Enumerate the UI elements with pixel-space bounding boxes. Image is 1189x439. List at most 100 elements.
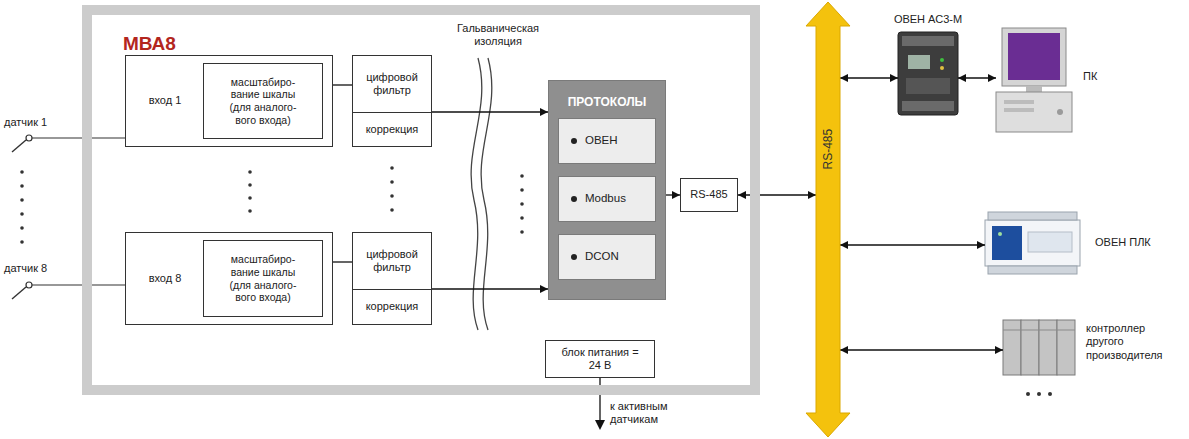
plc-picture (988, 212, 1077, 220)
protocol-item-text: ОВЕН (585, 134, 618, 148)
power-arrow (599, 378, 600, 421)
converter-picture (908, 55, 930, 69)
ellipsis-dot (248, 183, 252, 187)
text-slot: RS-485 (681, 179, 737, 211)
sensor-probe (26, 135, 32, 141)
ellipsis-dot (520, 202, 524, 206)
text-slot: Modbus (559, 177, 655, 221)
bus-arrow-shape (816, 14, 840, 425)
sensor-probe (12, 287, 26, 299)
converter-picture (940, 58, 944, 62)
controller-picture (1057, 320, 1075, 375)
bullet-dot (571, 196, 577, 202)
ellipsis-dot (520, 216, 524, 220)
filter-box-text: цифровой фильтр (356, 71, 428, 97)
input-box: вход 8 масштабиро- вание шкалы (для анало… (125, 232, 333, 325)
connector (840, 244, 985, 245)
protocol-item: DCON (558, 234, 656, 280)
text-slot: вход 8 (126, 233, 204, 324)
plc-picture (992, 226, 1022, 260)
connector (840, 349, 1003, 350)
converter-picture (902, 101, 954, 111)
text-slot: контроллер другого производителя (1083, 320, 1179, 364)
connector (432, 111, 548, 112)
module-housing: МВА8 вход 1 масштабиро- вание шкалы (для а… (82, 5, 760, 395)
ellipsis-dot (20, 170, 24, 174)
correction-box: коррекция (352, 289, 432, 325)
pc-picture (1057, 109, 1063, 115)
protocol-item-text: Modbus (585, 192, 626, 206)
input-box-text: вход 8 (149, 272, 182, 285)
text-slot: масштабиро- вание шкалы (для аналого- во… (204, 64, 322, 138)
text-slot: ОВЕН ПЛК (1092, 234, 1177, 252)
text-slot: блок питания = 24 В (546, 341, 654, 377)
ellipsis-dot (390, 166, 394, 170)
sensor-probe (26, 282, 32, 288)
interface-box: RS-485 (680, 178, 738, 212)
text-slot: ПРОТОКОЛЫ (549, 87, 665, 117)
protocol-item-text: DCON (585, 250, 619, 264)
device: контроллер другого производителя (1003, 320, 1075, 375)
protocol-item: ОВЕН (558, 118, 656, 164)
protocols-box: ПРОТОКОЛЫ ОВЕН ModbusDCON (548, 80, 666, 300)
protocols-box-text: ПРОТОКОЛЫ (568, 95, 647, 109)
input-box-text: вход 1 (149, 94, 182, 107)
controller-picture (1021, 320, 1039, 375)
text-slot: ОВЕН АС3-М (878, 12, 978, 28)
connector (333, 261, 352, 262)
plc-picture (998, 232, 1002, 236)
sensor-probe (12, 140, 26, 152)
note-label: Гальваническая изоляция (448, 22, 548, 48)
filter-box: цифровой фильтр (352, 232, 432, 290)
device: ОВЕН АС3-М (898, 32, 958, 115)
pc-picture (1002, 28, 1066, 86)
input-box: вход 1 масштабиро- вание шкалы (для анало… (125, 55, 333, 147)
device: ПК (996, 28, 1072, 135)
converter-picture (906, 78, 950, 94)
pc-picture (1004, 108, 1034, 112)
scale-box: масштабиро- вание шкалы (для аналого- во… (203, 63, 323, 139)
device-text: контроллер другого производителя (1086, 322, 1176, 362)
controller-picture (1003, 330, 1075, 331)
power-arrow (595, 420, 605, 430)
text-slot: коррекция (353, 290, 431, 324)
power-box: блок питания = 24 В (545, 340, 655, 378)
bullet-dot (571, 254, 577, 260)
correction-box: коррекция (352, 112, 432, 147)
controller-picture (1003, 320, 1021, 375)
text-slot: масштабиро- вание шкалы (для аналого- во… (204, 241, 322, 316)
note-label: к активным датчикам (610, 400, 690, 426)
scale-box: масштабиро- вание шкалы (для аналого- во… (203, 240, 323, 317)
converter-picture (940, 66, 944, 70)
plc-picture (988, 266, 1077, 274)
connector (333, 84, 352, 85)
ellipsis-dot (20, 226, 24, 230)
filter-box-text: цифровой фильтр (356, 248, 428, 274)
ellipsis-dot (248, 170, 252, 174)
plc-picture (1028, 232, 1072, 252)
ellipsis-dot (20, 212, 24, 216)
scale-box-text: масштабиро- вание шкалы (для аналого- во… (223, 253, 303, 303)
ellipsis-dot (1048, 392, 1052, 396)
converter-picture (902, 36, 954, 46)
sensor-wire (32, 284, 125, 285)
text-slot: RS-485 (816, 114, 840, 184)
connector (840, 77, 898, 78)
ellipsis-dot (1026, 392, 1030, 396)
filter-box: цифровой фильтр (352, 55, 432, 113)
ellipsis-dot (520, 188, 524, 192)
bus-arrow: RS-485 (816, 14, 840, 425)
connector (958, 77, 996, 78)
text-slot: ПК (1080, 68, 1120, 86)
ellipsis-dot (520, 174, 524, 178)
scale-box-text: масштабиро- вание шкалы (для аналого- во… (223, 76, 303, 126)
ellipsis-dot (20, 184, 24, 188)
ellipsis-dot (20, 240, 24, 244)
text-slot: коррекция (353, 113, 431, 146)
device: ОВЕН ПЛК (985, 212, 1080, 274)
ellipsis-dot (390, 194, 394, 198)
pc-picture (1008, 33, 1060, 80)
module-housing-text: МВА8 (123, 33, 176, 56)
pc-picture (996, 92, 1072, 132)
text-slot: вход 1 (126, 56, 204, 146)
